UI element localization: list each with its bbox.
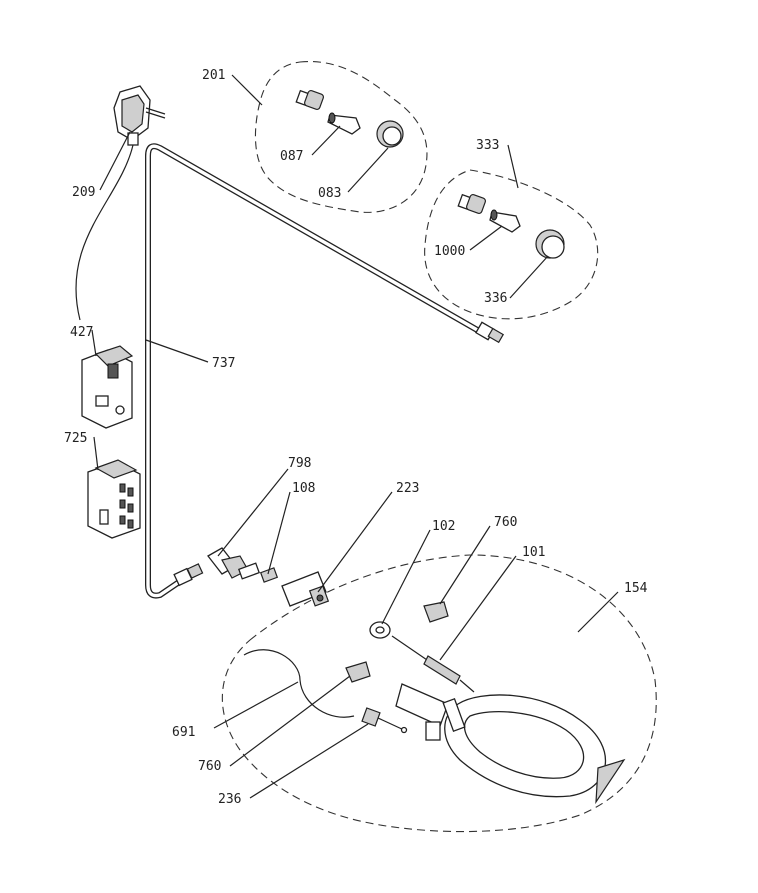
label-209: 209 bbox=[72, 185, 95, 200]
injector-108-icon bbox=[259, 567, 279, 583]
gas-pipe-inner bbox=[146, 144, 488, 598]
label-798: 798 bbox=[288, 456, 311, 471]
label-737: 737 bbox=[212, 356, 235, 371]
label-201: 201 bbox=[202, 68, 225, 83]
pipe-lower-nut bbox=[173, 563, 204, 587]
label-725: 725 bbox=[64, 431, 87, 446]
bezel-336-icon bbox=[535, 229, 565, 259]
label-102: 102 bbox=[432, 519, 455, 534]
label-336: 336 bbox=[484, 291, 507, 306]
thermostat-block-icon bbox=[81, 345, 134, 429]
ignition-lead-691 bbox=[243, 649, 355, 718]
label-108: 108 bbox=[292, 481, 315, 496]
clip-760-lower-icon bbox=[345, 661, 371, 683]
label-427: 427 bbox=[70, 325, 93, 340]
label-1000: 1000 bbox=[434, 244, 465, 259]
power-plug-icon bbox=[113, 85, 166, 146]
label-236: 236 bbox=[218, 792, 241, 807]
power-cable bbox=[75, 144, 134, 321]
thermocouple-101-icon bbox=[391, 635, 475, 693]
elbow-connector-798-icon bbox=[207, 547, 261, 580]
bezel-083-icon bbox=[376, 120, 404, 148]
label-333: 333 bbox=[476, 138, 499, 153]
group-201-outline bbox=[254, 60, 428, 213]
group-333-outline bbox=[424, 169, 599, 320]
pipe-end-fitting bbox=[475, 321, 505, 344]
burner-ring-icon bbox=[395, 683, 626, 805]
label-760-upper: 760 bbox=[494, 515, 517, 530]
label-087: 087 bbox=[280, 149, 303, 164]
label-691: 691 bbox=[172, 725, 195, 740]
label-760-lower: 760 bbox=[198, 759, 221, 774]
valve-spindle-087a-icon bbox=[295, 89, 325, 111]
label-223: 223 bbox=[396, 481, 419, 496]
burner-tube-223-icon bbox=[281, 571, 330, 607]
clip-760-upper-icon bbox=[423, 601, 449, 623]
label-154: 154 bbox=[624, 581, 648, 596]
valve-spindle-1000a-icon bbox=[457, 193, 487, 215]
leader-lines bbox=[91, 74, 619, 799]
nut-102-icon bbox=[369, 621, 391, 639]
knob-087-icon bbox=[327, 112, 361, 135]
terminal-block-icon bbox=[87, 459, 141, 539]
group-154-outline bbox=[221, 554, 657, 833]
spark-plug-236-icon bbox=[361, 707, 408, 734]
label-101: 101 bbox=[522, 545, 545, 560]
label-083: 083 bbox=[318, 186, 341, 201]
knob-1000-icon bbox=[489, 209, 521, 233]
